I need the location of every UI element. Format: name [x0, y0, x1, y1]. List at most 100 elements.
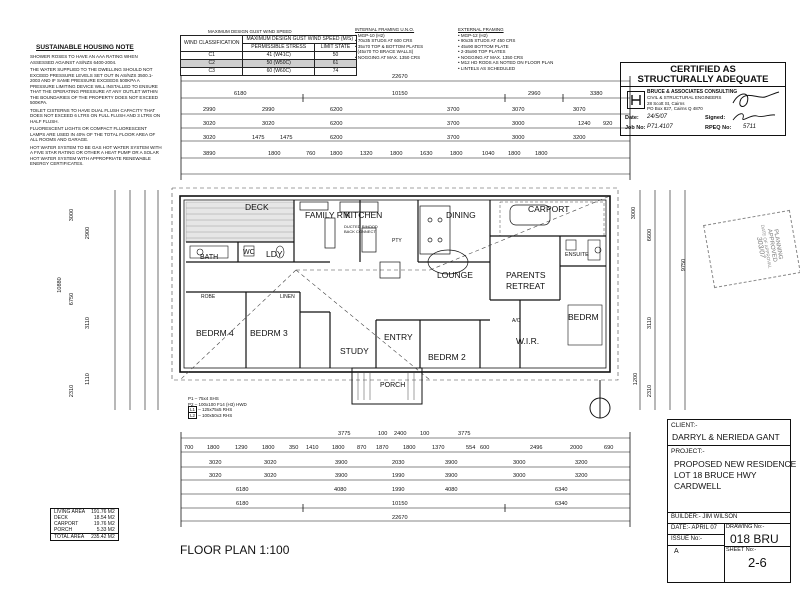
table-row: C2 50 (W50C) 61 — [179, 58, 358, 68]
cert-job-label: Job No: — [625, 125, 646, 131]
top-dim-row5-b: 1800 — [268, 151, 281, 157]
legend-key: P2 — [188, 401, 194, 407]
top-dim-row3-b: 3020 — [262, 121, 275, 127]
left-dim: 2310 — [69, 384, 76, 398]
external-framing-item: • M12 HD RODS AS NOTED ON FLOOR PLAN — [458, 60, 554, 65]
tb-vdivider — [724, 523, 725, 582]
sustainable-note-para-1: SHOWER ROSES TO HAVE AN AAA RATING WHEN … — [30, 54, 138, 65]
bot-dim: 1410 — [306, 445, 319, 451]
wind-speed-table-block: MAXIMUM DESIGN GUST WIND SPEED WIND CLAS… — [179, 29, 358, 76]
tb-divider — [668, 445, 790, 446]
legend-key: P1 — [188, 396, 194, 401]
bot-dim: 6180 — [236, 501, 249, 507]
left-dim: 1110 — [84, 373, 91, 385]
top-dim-row2-e: 3070 — [512, 107, 525, 113]
wind-cell: 60 (W60C) — [242, 66, 315, 76]
room-label-ducted: DUCTED R/HOOD BACK CONNECT — [344, 224, 378, 234]
room-label-robe: ROBE — [201, 294, 216, 300]
cert-date-value: 24/5/07 — [647, 114, 668, 120]
bot-dim: 1800 — [403, 445, 416, 451]
top-dim-row5-k: 1800 — [535, 151, 548, 157]
tb-project-3: CARDWELL — [674, 481, 722, 491]
bot-dim: 10150 — [392, 501, 408, 507]
top-dim-row5-e: 1320 — [360, 151, 373, 157]
area-cell: LIVING AREA — [54, 509, 86, 515]
framing-text: 90x35 STUDS AT 450 CRS — [460, 38, 516, 43]
room-label-lounge: LOUNGE — [437, 270, 473, 280]
bot-dim: 870 — [357, 445, 367, 451]
cert-company-sub: CIVIL & STRUCTURAL ENGINEERS — [647, 95, 722, 100]
bot-dim-overall: 22670 — [392, 515, 408, 521]
top-dim-row1-b: 10150 — [392, 91, 408, 97]
drawing-title: FLOOR PLAN 1:100 — [180, 543, 290, 557]
bot-dim: 1290 — [235, 445, 248, 451]
top-dim-row4-d: 6200 — [330, 135, 343, 141]
room-label-kitchen: KITCHEN — [345, 210, 383, 220]
tb-issue: A — [674, 548, 679, 555]
tb-divider — [668, 534, 724, 535]
bot-dim: 1370 — [432, 445, 445, 451]
left-dim: 10880 — [56, 277, 63, 293]
bot-dim: 600 — [480, 445, 490, 451]
cert-rpeq-value: 5711 — [743, 124, 756, 130]
top-dim-row5-h: 1800 — [450, 151, 463, 157]
sustainable-note-para-3: TOILET CISTERNS TO HAVE DUAL FLUSH CAPAC… — [30, 107, 161, 124]
wind-cell: C3 — [179, 66, 244, 76]
room-label-parents-2: RETREAT — [506, 281, 546, 291]
internal-framing-item: (45x70 TO BRACE WALLS) — [355, 49, 455, 55]
legend-value: 125x75x5 RHS — [202, 407, 233, 412]
title-block: CLIENT:- DARRYL & NERIEDA GANT PROJECT:-… — [667, 419, 796, 583]
framing-text: 70x35 STUDS AT 600 CRS — [357, 38, 413, 43]
right-dim: 9750 — [681, 258, 688, 272]
tb-drawing-no: 018 BRU — [730, 532, 779, 546]
legend-value: 100x100 F14 (H3) HWD — [198, 401, 247, 407]
cert-address-2: PO Box 827, Cairns Q 4870 — [647, 106, 703, 111]
list-item: L1 – 125x75x5 RHS — [188, 406, 233, 413]
bot-dim: 554 — [466, 445, 476, 451]
internal-framing-item: • 35x70 TOP & BOTTOM PLATES — [355, 43, 424, 49]
list-item: L2 – 100x50x3 RHS — [188, 411, 233, 419]
external-framing-title: EXTERNAL FRAMING — [458, 27, 504, 32]
left-dim: 3110 — [85, 316, 92, 330]
wind-cell: 74 — [313, 66, 358, 76]
bot-dim: 350 — [289, 445, 299, 451]
bot-dim: 1800 — [262, 445, 275, 451]
tb-divider — [724, 546, 790, 547]
room-label-bedrm1: BEDRM — [568, 312, 599, 322]
bot-dim: 3775 — [458, 431, 471, 437]
cert-job-value: P71.4107 — [647, 124, 673, 130]
external-framing-item: • LINTELS AS SCHEDULED — [458, 65, 516, 71]
top-dim-row3-f: 1240 — [578, 121, 591, 127]
table-row: C3 60 (W60C) 74 — [179, 66, 358, 76]
bot-dim: 3900 — [335, 460, 348, 466]
right-dim: 3110 — [647, 316, 654, 330]
framing-text: 45x90 BOTTOM PLATE — [460, 43, 509, 49]
bot-dim: 3900 — [335, 473, 348, 479]
framing-text: LINTELS AS SCHEDULED — [460, 65, 516, 71]
bot-dim: 1990 — [392, 487, 405, 493]
area-cell: 5.33 M2 — [96, 527, 115, 533]
room-label-family: FAMILY RM — [305, 210, 351, 220]
list-item: P1 – 75x4 SHS — [188, 396, 219, 401]
bot-dim: 3200 — [575, 473, 588, 479]
bot-dim: 3900 — [445, 473, 458, 479]
area-total-label: TOTAL AREA — [54, 534, 85, 540]
external-framing-item: • 90x35 STUDS AT 450 CRS — [458, 38, 516, 43]
tb-divider — [668, 523, 790, 524]
left-dim: 6750 — [69, 292, 76, 306]
bot-dim: 1990 — [392, 473, 405, 479]
bot-dim: 2000 — [570, 445, 583, 451]
framing-text: M12 HD RODS AS NOTED ON FLOOR PLAN — [460, 60, 554, 65]
right-dim: 2310 — [647, 384, 654, 398]
top-dim-row2-f: 3070 — [573, 107, 586, 113]
legend-value: 100x50x3 RHS — [202, 412, 233, 418]
top-dim-row2-a: 2990 — [203, 107, 216, 113]
top-dim-row5-g: 1630 — [420, 151, 433, 157]
tb-sheet-label: SHEET No:- — [726, 547, 757, 553]
top-dim-row4-e: 3700 — [447, 135, 460, 141]
internal-framing-item: • 70x35 STUDS AT 600 CRS — [355, 38, 413, 43]
external-framing-item: • 45x90 BOTTOM PLATE — [458, 43, 509, 49]
